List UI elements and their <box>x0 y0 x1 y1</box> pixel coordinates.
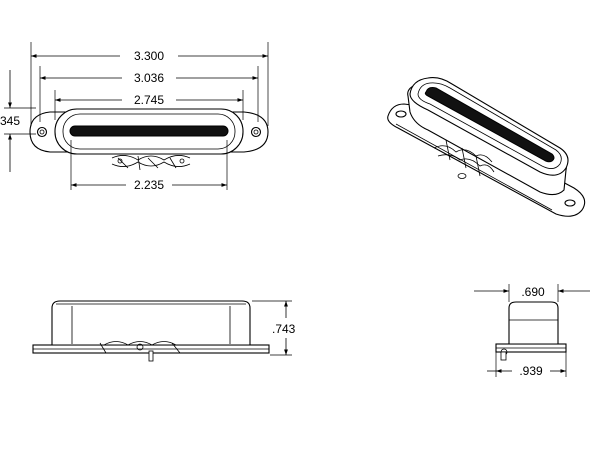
dim-height-offset: 345 <box>0 114 20 128</box>
dim-overall-length: 3.300 <box>134 49 164 63</box>
side-view-terminal <box>500 348 508 361</box>
dim-cover-length: 2.745 <box>134 93 164 107</box>
dim-baseplate-length: 3.036 <box>134 71 164 85</box>
front-view-dimensions: .743 <box>252 300 296 356</box>
side-view-cover <box>508 301 559 345</box>
mount-hole-left <box>36 126 48 138</box>
front-view-leads <box>99 341 181 362</box>
iso-leads <box>433 139 495 179</box>
top-view-leads <box>111 155 191 171</box>
dim-pickup-height: .743 <box>272 322 296 336</box>
dim-mount-spacing: 2.235 <box>134 178 164 192</box>
iso-blade <box>424 87 555 163</box>
isometric-view <box>387 77 586 217</box>
mount-hole-right <box>250 126 262 138</box>
dim-base-width: .939 <box>519 364 543 378</box>
dim-cover-width: .690 <box>521 285 545 299</box>
front-view <box>32 300 270 362</box>
iso-mount-hole-left <box>395 110 407 118</box>
top-view-dimensions: 3.300 3.036 2.745 2.235 345 <box>0 42 269 192</box>
front-view-cover <box>51 300 251 346</box>
iso-mount-hole-right <box>564 199 576 207</box>
top-view <box>29 108 269 171</box>
side-view <box>495 301 567 361</box>
side-view-dimensions: .690 .939 <box>474 284 590 378</box>
top-view-blade <box>69 125 229 137</box>
